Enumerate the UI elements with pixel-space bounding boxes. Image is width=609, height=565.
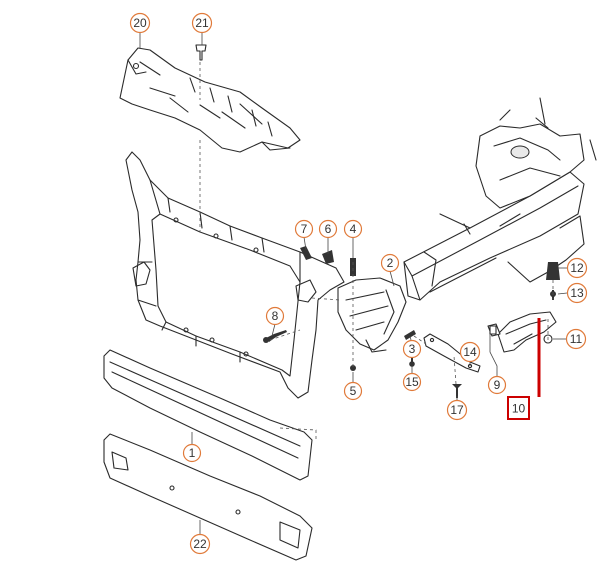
impact-absorber-part (103, 433, 313, 561)
highlight-label: 10 (512, 402, 526, 416)
callout-label: 2 (387, 256, 394, 270)
callout-5[interactable]: 5 (343, 381, 363, 401)
callout-label: 7 (301, 222, 308, 236)
callout-7[interactable]: 7 (294, 219, 314, 239)
callout-label: 20 (133, 16, 147, 30)
callout-label: 14 (463, 345, 477, 359)
callout-label: 21 (195, 16, 209, 30)
callout-11[interactable]: 11 (565, 328, 587, 350)
callout-label: 13 (570, 286, 584, 300)
bracket-part (337, 277, 407, 353)
callout-22[interactable]: 22 (189, 533, 211, 555)
callout-label: 6 (325, 222, 332, 236)
callout-label: 1 (189, 446, 196, 460)
callout-12[interactable]: 12 (566, 257, 588, 279)
bumper-carrier-part (103, 349, 317, 481)
callout-label: 4 (350, 222, 357, 236)
callout-label: 22 (193, 537, 207, 551)
callout-9[interactable]: 9 (487, 375, 507, 395)
callout-14[interactable]: 14 (459, 341, 481, 363)
upper-air-guide-part (119, 47, 301, 153)
callout-label: 17 (450, 403, 464, 417)
lock-carrier-frame-part (125, 151, 345, 399)
callout-label: 8 (272, 309, 279, 323)
callout-label: 11 (570, 332, 583, 346)
callout-label: 12 (570, 261, 584, 275)
callout-2[interactable]: 2 (380, 253, 400, 273)
longitudinal-member-part (403, 97, 597, 301)
leader-lines (139, 31, 568, 534)
callout-13[interactable]: 13 (566, 282, 588, 304)
clip-part (195, 44, 207, 61)
callout-3[interactable]: 3 (402, 339, 422, 359)
highlight-callout-10[interactable]: 10 (507, 396, 530, 420)
side-bracket-part (487, 311, 557, 353)
callout-6[interactable]: 6 (318, 219, 338, 239)
callout-label: 3 (409, 342, 416, 356)
callout-label: 5 (350, 384, 357, 398)
callout-20[interactable]: 20 (129, 12, 151, 34)
callout-4[interactable]: 4 (343, 219, 363, 239)
assembly-lines (199, 62, 554, 385)
mounting-plate-part (423, 333, 481, 373)
callout-21[interactable]: 21 (191, 12, 213, 34)
callout-15[interactable]: 15 (402, 372, 422, 392)
callout-17[interactable]: 17 (446, 399, 468, 421)
callout-label: 15 (405, 375, 419, 389)
callout-1[interactable]: 1 (182, 443, 202, 463)
callout-label: 9 (494, 378, 501, 392)
callout-8[interactable]: 8 (265, 306, 285, 326)
